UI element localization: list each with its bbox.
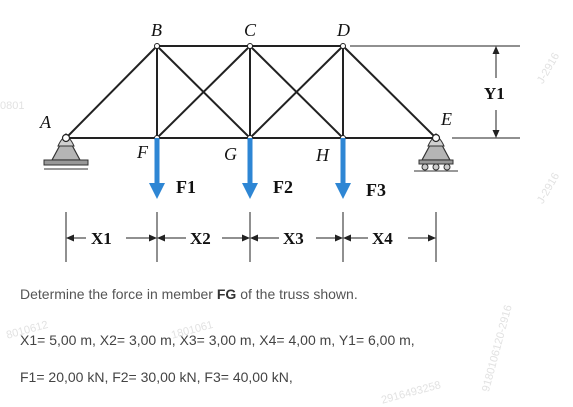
member-DG	[249, 45, 344, 139]
node-label-c: C	[244, 20, 257, 40]
node-label-d: D	[336, 20, 350, 40]
node-label-g: G	[224, 144, 237, 164]
member-AB	[65, 45, 158, 139]
node-label-f: F	[136, 142, 149, 162]
load-arrow-f1	[149, 138, 165, 199]
watermark-text: 2916493258	[380, 379, 443, 407]
dimension-label-x4: X4	[372, 229, 393, 248]
node-label-e: E	[440, 109, 452, 129]
question-text: Determine the force in member FG of the …	[20, 286, 358, 302]
given-forces: F1= 20,00 kN, F2= 30,00 kN, F3= 40,00 kN…	[20, 369, 293, 385]
joint-C	[247, 43, 253, 49]
dimension-label-x2: X2	[190, 229, 211, 248]
member-DE	[342, 45, 437, 139]
node-label-a: A	[39, 112, 52, 132]
node-label-h: H	[315, 145, 330, 165]
joint-D	[340, 43, 346, 49]
load-arrow-f3	[335, 138, 351, 199]
question-prefix: Determine the force in member	[20, 286, 217, 302]
load-label-f1: F1	[176, 177, 196, 197]
question-member: FG	[216, 286, 237, 302]
watermark-text: 9180106120-2916	[480, 303, 515, 394]
horizontal-dimension-arrowheads	[66, 234, 436, 242]
truss-diagram: A B C D E F G H F1 F2 F3 X1 X2 X3 X4	[39, 20, 520, 262]
question-suffix: of the truss shown.	[236, 286, 358, 302]
load-label-f3: F3	[366, 180, 386, 200]
member-CF	[156, 45, 251, 139]
load-arrow-f2	[242, 138, 258, 199]
vertical-dimension-arrowheads	[492, 46, 500, 138]
node-label-b: B	[151, 20, 162, 40]
given-dimensions: X1= 5,00 m, X2= 3,00 m, X3= 3,00 m, X4= …	[20, 332, 415, 348]
joint-B	[154, 43, 160, 49]
truss-members	[65, 45, 437, 139]
load-arrows	[149, 138, 351, 199]
dimension-label-x3: X3	[283, 229, 304, 248]
dimension-label-x1: X1	[91, 229, 112, 248]
load-label-f2: F2	[273, 177, 293, 197]
pin-support-a	[43, 132, 89, 170]
dimension-label-y1: Y1	[484, 84, 505, 103]
roller-support-e	[414, 132, 458, 172]
